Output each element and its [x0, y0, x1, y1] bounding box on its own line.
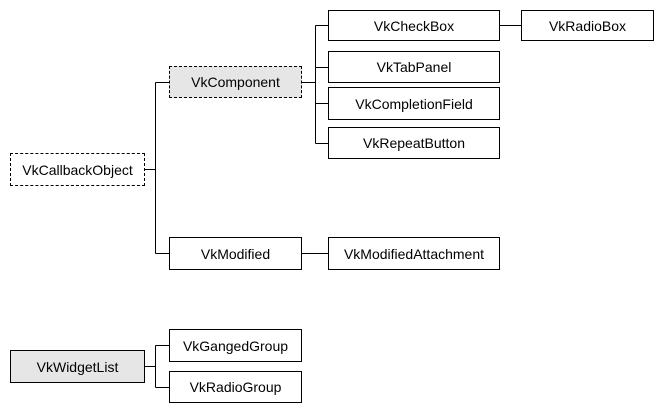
- node-vkradiogroup: VkRadioGroup: [169, 371, 302, 403]
- node-vkwidgetlist: VkWidgetList: [10, 350, 145, 383]
- node-vkcheckbox: VkCheckBox: [328, 10, 500, 41]
- node-vkcallbackobject: VkCallbackObject: [10, 153, 145, 186]
- node-vkcompletionfield: VkCompletionField: [328, 87, 500, 120]
- node-vkmodified: VkModified: [169, 237, 302, 270]
- node-vkgangedgroup: VkGangedGroup: [169, 329, 302, 362]
- node-vkradiobox: VkRadioBox: [521, 10, 654, 41]
- node-vkmodifiedattachment: VkModifiedAttachment: [328, 237, 500, 270]
- node-vkcomponent: VkComponent: [169, 66, 302, 98]
- node-vktabpanel: VkTabPanel: [328, 51, 500, 83]
- node-vkrepeatbutton: VkRepeatButton: [328, 127, 500, 159]
